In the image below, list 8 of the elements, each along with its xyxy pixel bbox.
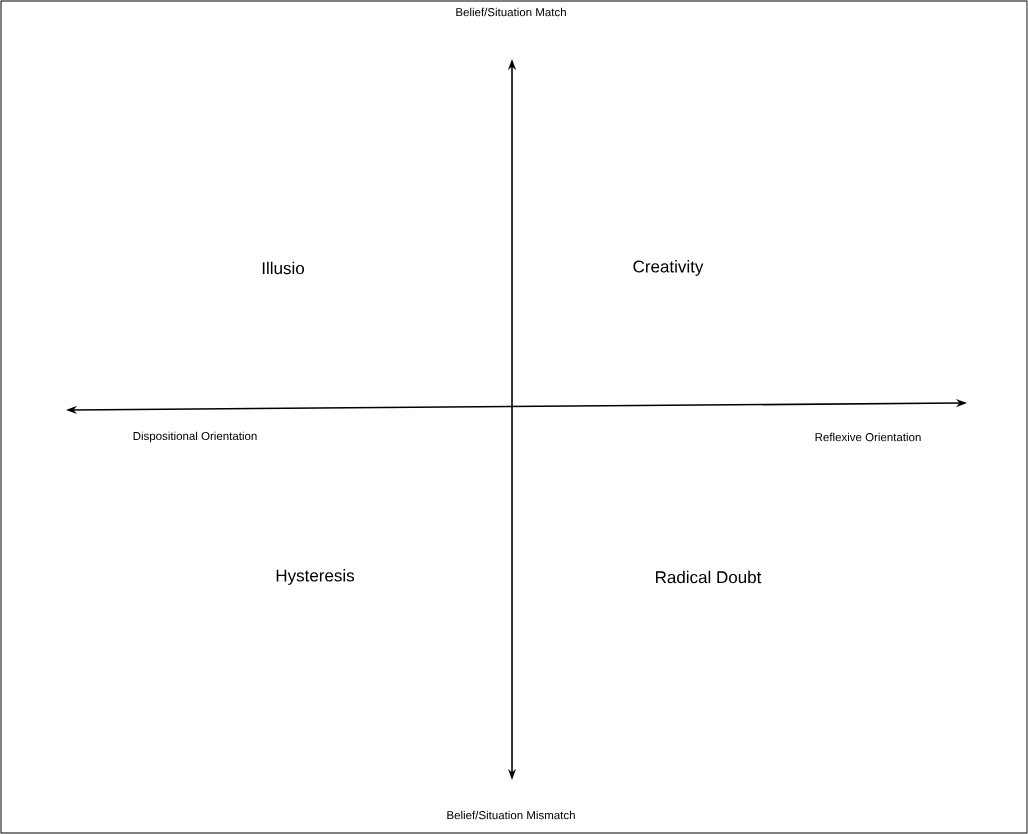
quadrant-label: Radical Doubt xyxy=(656,570,762,584)
axis-label: Belief/Situation Mismatch xyxy=(447,810,575,820)
axis-label: Reflexive Orientation xyxy=(815,432,921,442)
quadrant-label: Illusio xyxy=(262,261,304,275)
quadrant-label: Creativity xyxy=(633,260,704,276)
axis-label: Dispositional Orientation xyxy=(133,431,257,443)
axis-label: Belief/Situation Match xyxy=(456,7,566,17)
quadrant-label: Hysteresis xyxy=(276,569,355,585)
